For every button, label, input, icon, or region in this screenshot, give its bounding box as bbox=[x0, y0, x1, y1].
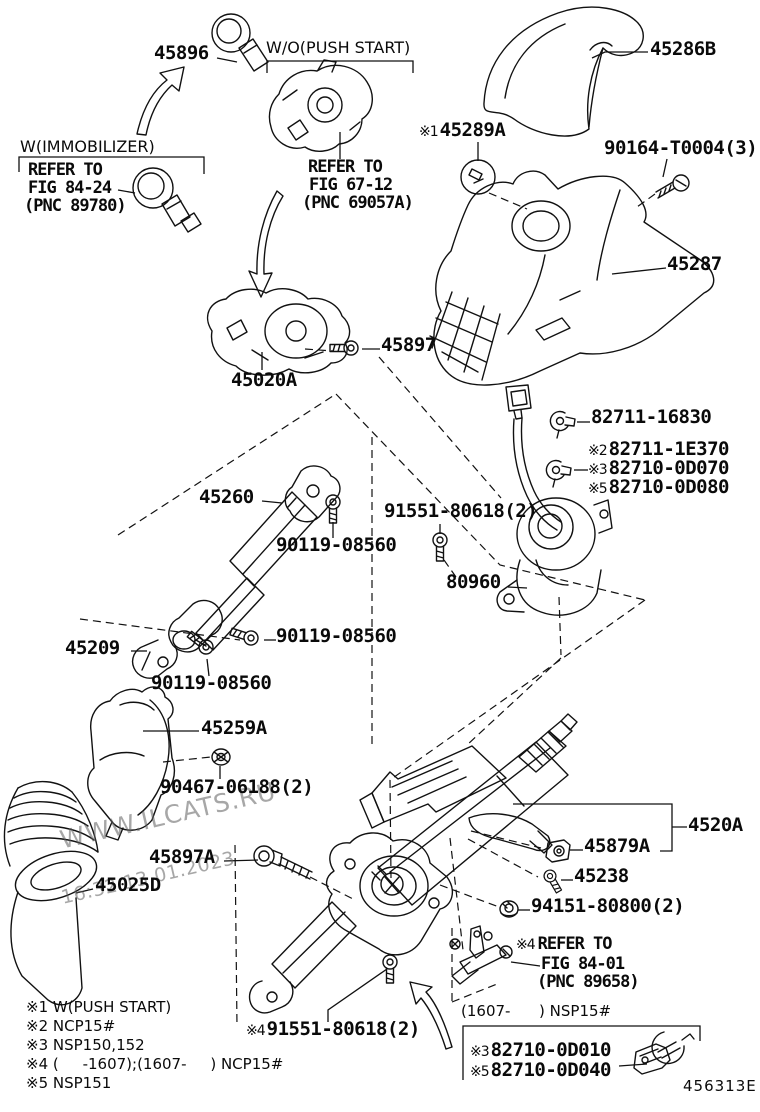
arrow-up-icon bbox=[136, 66, 185, 136]
footnote-3: ※3 NSP150,152 bbox=[26, 1036, 145, 1054]
assembly-dashed-lines bbox=[79, 192, 656, 1028]
refer-84-24-line1: REFER TO bbox=[28, 160, 103, 180]
label-82711-1E370: ※2 82711-1E370 bbox=[588, 438, 729, 460]
note-ref-1: ※1 bbox=[419, 124, 439, 140]
part-45260-shaft-art bbox=[195, 465, 341, 651]
label-90119-08560-a: 90119-08560 bbox=[276, 534, 397, 556]
arrow-down-icon bbox=[248, 190, 284, 298]
bolt-45897A-art bbox=[253, 845, 313, 880]
bracket-fig84-01-art bbox=[449, 925, 513, 985]
note-ref-5: ※5 bbox=[588, 481, 608, 497]
bolt-90119-c-art bbox=[184, 627, 217, 658]
footnote-4: ※4 ( -1607);(1607- ) NCP15# bbox=[26, 1055, 284, 1073]
label-90467-06188: 90467-06188(2) bbox=[160, 776, 314, 798]
label-4520A: 4520A bbox=[688, 814, 743, 836]
label-45025D: 45025D bbox=[95, 874, 161, 896]
label-45897A: 45897A bbox=[149, 846, 215, 868]
part-45287-cover-art bbox=[429, 170, 715, 386]
label-45896: 45896 bbox=[154, 42, 209, 64]
part-45259A-shield-art bbox=[87, 686, 176, 841]
part-45025D-boot-art bbox=[3, 781, 99, 1006]
refer-67-12-line3: (PNC 69057A) bbox=[302, 193, 414, 213]
part-80960-sensor-art bbox=[496, 384, 613, 616]
refer-67-12-line2: FIG 67-12 bbox=[309, 175, 393, 195]
nut-94151-art bbox=[499, 900, 519, 918]
label-82711-16830: 82711-16830 bbox=[591, 406, 712, 428]
part-key-cylinder-art bbox=[268, 59, 373, 152]
nut-45879A-art bbox=[545, 839, 571, 863]
note-ref-2: ※2 bbox=[588, 443, 608, 459]
bolt-91551-b-art bbox=[382, 954, 398, 984]
bolt-45897-art bbox=[329, 340, 359, 356]
refer-84-01-line1: ※4 REFER TO bbox=[516, 934, 613, 954]
key-82710-art bbox=[633, 1031, 695, 1075]
label-45289A: ※1 45289A bbox=[419, 119, 506, 141]
footnote-2: ※2 NCP15# bbox=[26, 1017, 116, 1035]
part-4520A-column-art bbox=[248, 713, 578, 1014]
leader-lines bbox=[18, 51, 701, 1080]
label-82710-0D010: ※3 82710-0D010 bbox=[470, 1039, 611, 1061]
clip-90467-art bbox=[211, 748, 231, 766]
part-immobilizer-ring-art bbox=[132, 167, 202, 233]
label-45020A: 45020A bbox=[231, 369, 297, 391]
refer-84-24-line3: (PNC 89780) bbox=[24, 196, 127, 216]
diagram-code: 456313E bbox=[683, 1077, 757, 1095]
part-45209-joint-art bbox=[131, 599, 223, 679]
footnote-5: ※5 NSP151 bbox=[26, 1074, 112, 1092]
refer-84-01-line3: (PNC 89658) bbox=[537, 972, 640, 992]
label-45287: 45287 bbox=[667, 253, 722, 275]
label-91551-80618-a: 91551-80618(2) bbox=[384, 500, 538, 522]
footnote-1: ※1 W(PUSH START) bbox=[26, 998, 172, 1016]
refer-84-01-line2: FIG 84-01 bbox=[541, 954, 625, 974]
part-45020A-housing-art bbox=[207, 288, 351, 376]
label-90119-08560-b: 90119-08560 bbox=[276, 625, 397, 647]
screw-90164-art bbox=[655, 174, 690, 199]
label-82710-0D040: ※5 82710-0D040 bbox=[470, 1059, 611, 1081]
note-ref-3: ※3 bbox=[588, 462, 608, 478]
note-ref-4: ※4 bbox=[516, 937, 536, 953]
label-45259A: 45259A bbox=[201, 717, 267, 739]
label-82710-0D070: ※3 82710-0D070 bbox=[588, 457, 729, 479]
variant-box-header: (1607- ) NSP15# bbox=[461, 1002, 612, 1020]
arrow-up-left-icon bbox=[409, 981, 453, 1050]
part-45896-art bbox=[211, 13, 269, 72]
bolt-90119-a-art bbox=[325, 494, 341, 524]
label-wo-push-start: W/O(PUSH START) bbox=[266, 38, 411, 57]
label-45897: 45897 bbox=[381, 334, 436, 356]
note-ref-5b: ※5 bbox=[470, 1064, 490, 1080]
part-45286B-cover-art bbox=[483, 6, 644, 137]
flow-arrows bbox=[136, 66, 453, 1050]
bolt-90119-b-art bbox=[228, 624, 261, 648]
label-91551-80618-b: ※4 91551-80618(2) bbox=[246, 1018, 420, 1040]
label-45209: 45209 bbox=[65, 637, 120, 659]
label-45260: 45260 bbox=[199, 486, 254, 508]
label-45238: 45238 bbox=[574, 865, 629, 887]
part-45289A-art bbox=[460, 159, 496, 195]
label-90119-08560-c: 90119-08560 bbox=[151, 672, 272, 694]
bolt-45238-art bbox=[541, 867, 565, 896]
note-ref-3b: ※3 bbox=[470, 1044, 490, 1060]
label-80960: 80960 bbox=[446, 571, 501, 593]
clamp-82711-16830-art bbox=[549, 410, 576, 439]
label-82710-0D080: ※5 82710-0D080 bbox=[588, 476, 729, 498]
label-w-immobilizer: W(IMMOBILIZER) bbox=[20, 137, 155, 156]
bolt-91551-a-art bbox=[432, 532, 448, 562]
clamp-82711-variant-art bbox=[545, 459, 572, 488]
label-45286B: 45286B bbox=[650, 38, 716, 60]
note-ref-4b: ※4 bbox=[246, 1023, 266, 1039]
label-90164-T0004: 90164-T0004(3) bbox=[604, 137, 758, 159]
refer-67-12-line1: REFER TO bbox=[308, 157, 383, 177]
refer-84-24-line2: FIG 84-24 bbox=[28, 178, 112, 198]
label-45879A: 45879A bbox=[584, 835, 650, 857]
label-94151-80800: 94151-80800(2) bbox=[531, 895, 685, 917]
